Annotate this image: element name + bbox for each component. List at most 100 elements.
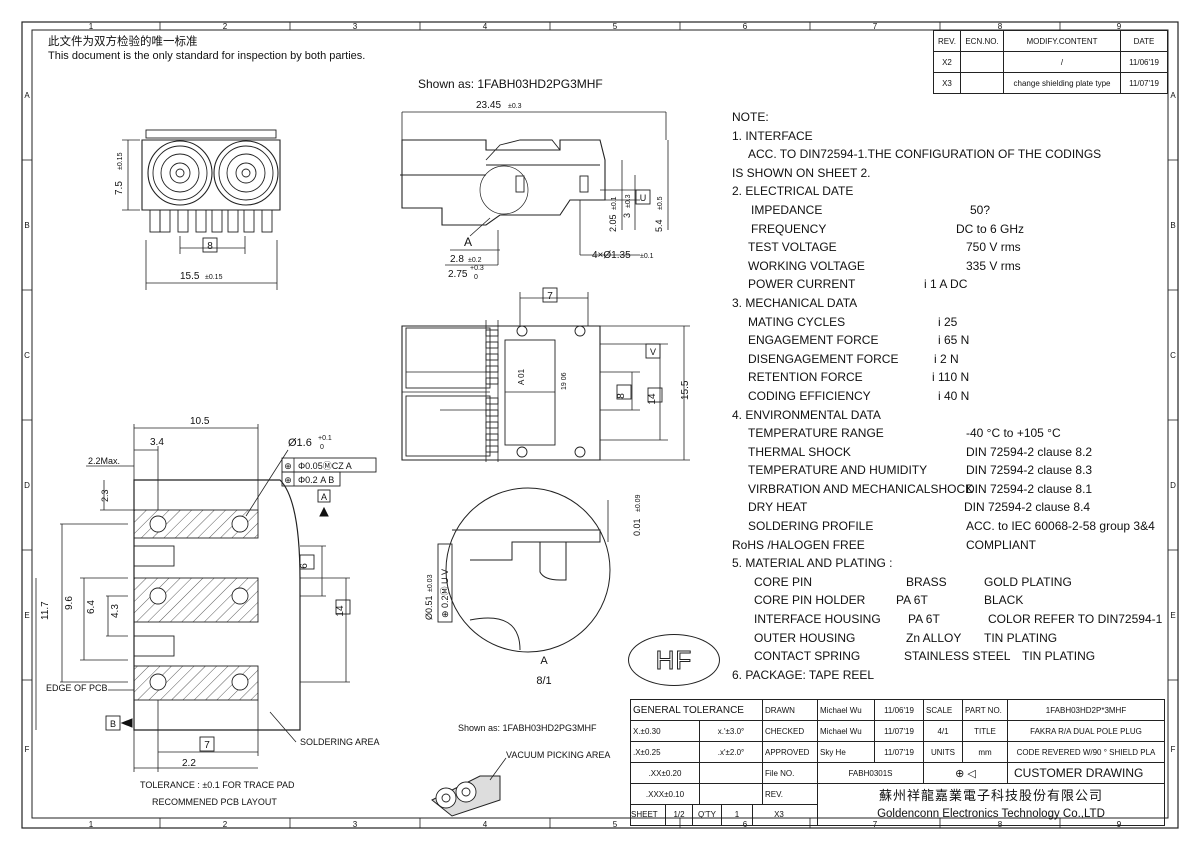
note-label: 1. INTERFACE [732, 128, 813, 143]
pcb-layout-label: RECOMMENED PCB LAYOUT [152, 797, 277, 807]
top-flange-tooth [485, 377, 499, 385]
top-flange-tooth [485, 365, 499, 373]
note-label: FREQUENCY [751, 221, 827, 236]
note-label: INTERFACE HOUSING [754, 612, 881, 627]
front-jack-outer [213, 140, 279, 206]
note-label: IS SHOWN ON SHEET 2. [732, 165, 871, 180]
file-no: FABH0301S [817, 762, 924, 784]
drawn-by: Michael Wu [817, 699, 875, 721]
top-hole [574, 446, 586, 458]
side-d1-dim: 2.8 [450, 254, 464, 265]
pcb-hole [231, 587, 249, 605]
pcb-117-dim: 11.7 [40, 601, 51, 620]
rev-value: X3 [774, 810, 784, 819]
note-label: ENGAGEMENT FORCE [748, 333, 879, 348]
grid-col-label-bottom: 3 [353, 820, 358, 829]
front-width-dim: 15.5 [180, 271, 200, 282]
outer-border [21, 21, 1179, 829]
note-label: DISENGAGEMENT FORCE [748, 351, 899, 366]
side-h1-dim: 2.05 [608, 214, 618, 232]
note-label: THERMAL SHOCK [748, 444, 851, 459]
pcb-hole [231, 673, 249, 691]
top-flange-tooth [485, 421, 499, 429]
top-flange-tooth [485, 341, 499, 349]
pcb-box-7-box [199, 736, 215, 752]
fcf2-symbol: ⊕ [284, 475, 292, 485]
datum-a-triangle [319, 506, 329, 517]
title-line-1: FAKRA R/A DUAL POLE PLUG [1007, 720, 1165, 742]
fcf1-symbol: ⊕ [284, 461, 292, 471]
pcb-box-6-box [299, 554, 315, 570]
grid-row-label-right: B [1170, 221, 1175, 230]
pcb-hole [231, 515, 249, 533]
front-pin [227, 209, 239, 233]
grid-col-label-top: 5 [613, 22, 618, 31]
top-box-14-box [647, 387, 663, 403]
pcb-box-14: 14 [335, 605, 346, 617]
front-pin [211, 209, 223, 233]
grid-col-label-bottom: 4 [483, 820, 488, 829]
top-marking-a01: A 01 [517, 368, 526, 385]
customer-drawing: CUSTOMER DRAWING [1007, 762, 1165, 784]
ecn-cell [960, 51, 1004, 73]
en-statement: This document is the only standard for i… [48, 50, 366, 62]
hf-text: HF [655, 645, 693, 676]
note-value: DIN 72594-2 clause 8.4 [964, 500, 1091, 515]
pcb-64-dim: 6.4 [86, 600, 97, 614]
grid-col-label-top: 2 [223, 22, 228, 31]
note-value: BRASS [906, 574, 947, 589]
inner-border [31, 29, 1169, 819]
top-body [401, 325, 601, 461]
grid-row-label-left: A [24, 91, 30, 100]
note-label: CODING EFFICIENCY [748, 388, 871, 403]
grid-col-label-bottom: 1 [89, 820, 94, 829]
checked-by: Michael Wu [817, 720, 875, 742]
tol-x: X.±0.30 [630, 720, 700, 742]
fcf1-text: Φ0.05ⓂCZ A [298, 461, 352, 471]
note-value: DIN 72594-2 clause 8.3 [966, 463, 1093, 478]
grid-row-label-right: E [1170, 611, 1175, 620]
top-flange-tooth [485, 433, 499, 441]
side-pin [579, 175, 589, 193]
thumb-jack-core [441, 793, 451, 803]
note-label: TEMPERATURE AND HUMIDITY [748, 463, 928, 478]
grid-row-label-right: A [1170, 91, 1176, 100]
note-value: i 2 N [934, 351, 959, 366]
tol-angle: x.'±3.0° [699, 720, 763, 742]
scale-label: SCALE [923, 699, 963, 721]
pcb-23-dim: 2.3 [100, 489, 110, 502]
pcb-22-dim: 2.2 [182, 758, 196, 769]
front-jack-insert [160, 153, 200, 193]
side-length-tol: ±0.3 [508, 103, 522, 110]
note-label: VIRBRATION AND MECHANICALSHOCK [748, 481, 974, 496]
side-h1-tol: ±0.1 [611, 196, 618, 210]
note-label: POWER CURRENT [748, 277, 856, 292]
projection-symbol: ⊕ ◁ [923, 762, 1008, 784]
pcb-96-dim: 9.6 [64, 596, 75, 610]
top-flange-tooth [485, 329, 499, 337]
detail-fcf-text: ⊕ 0.2Ⓜ U V [440, 569, 450, 618]
tol-x1: .X±0.25 [630, 741, 700, 763]
side-d2-dim: 2.75 [448, 269, 468, 280]
pcb-hole [149, 515, 167, 533]
file-no-label: File NO. [762, 762, 818, 784]
pcb-box-6: 6 [299, 563, 310, 569]
note-value: PA 6T [896, 593, 928, 608]
grid-col-label-bottom: 5 [613, 820, 618, 829]
side-body [401, 139, 606, 226]
front-box-8-box [202, 237, 218, 253]
detail-curve [469, 617, 521, 651]
solder-leader [269, 711, 297, 743]
detail-fcf [437, 543, 453, 623]
tol-xx: .XX±0.20 [630, 762, 700, 784]
drawn-date: 11/06'19 [874, 699, 924, 721]
top-box-7-box [542, 287, 558, 303]
note-value: DIN 72594-2 clause 8.1 [966, 481, 1093, 496]
side-pin [515, 175, 525, 193]
note-label: RoHS /HALOGEN FREE [732, 537, 865, 552]
grid-col-label-top: 4 [483, 22, 488, 31]
front-height-tol: ±0.15 [117, 152, 124, 170]
side-length-dim: 23.45 [476, 100, 501, 111]
note-value: 750 V rms [966, 240, 1021, 255]
